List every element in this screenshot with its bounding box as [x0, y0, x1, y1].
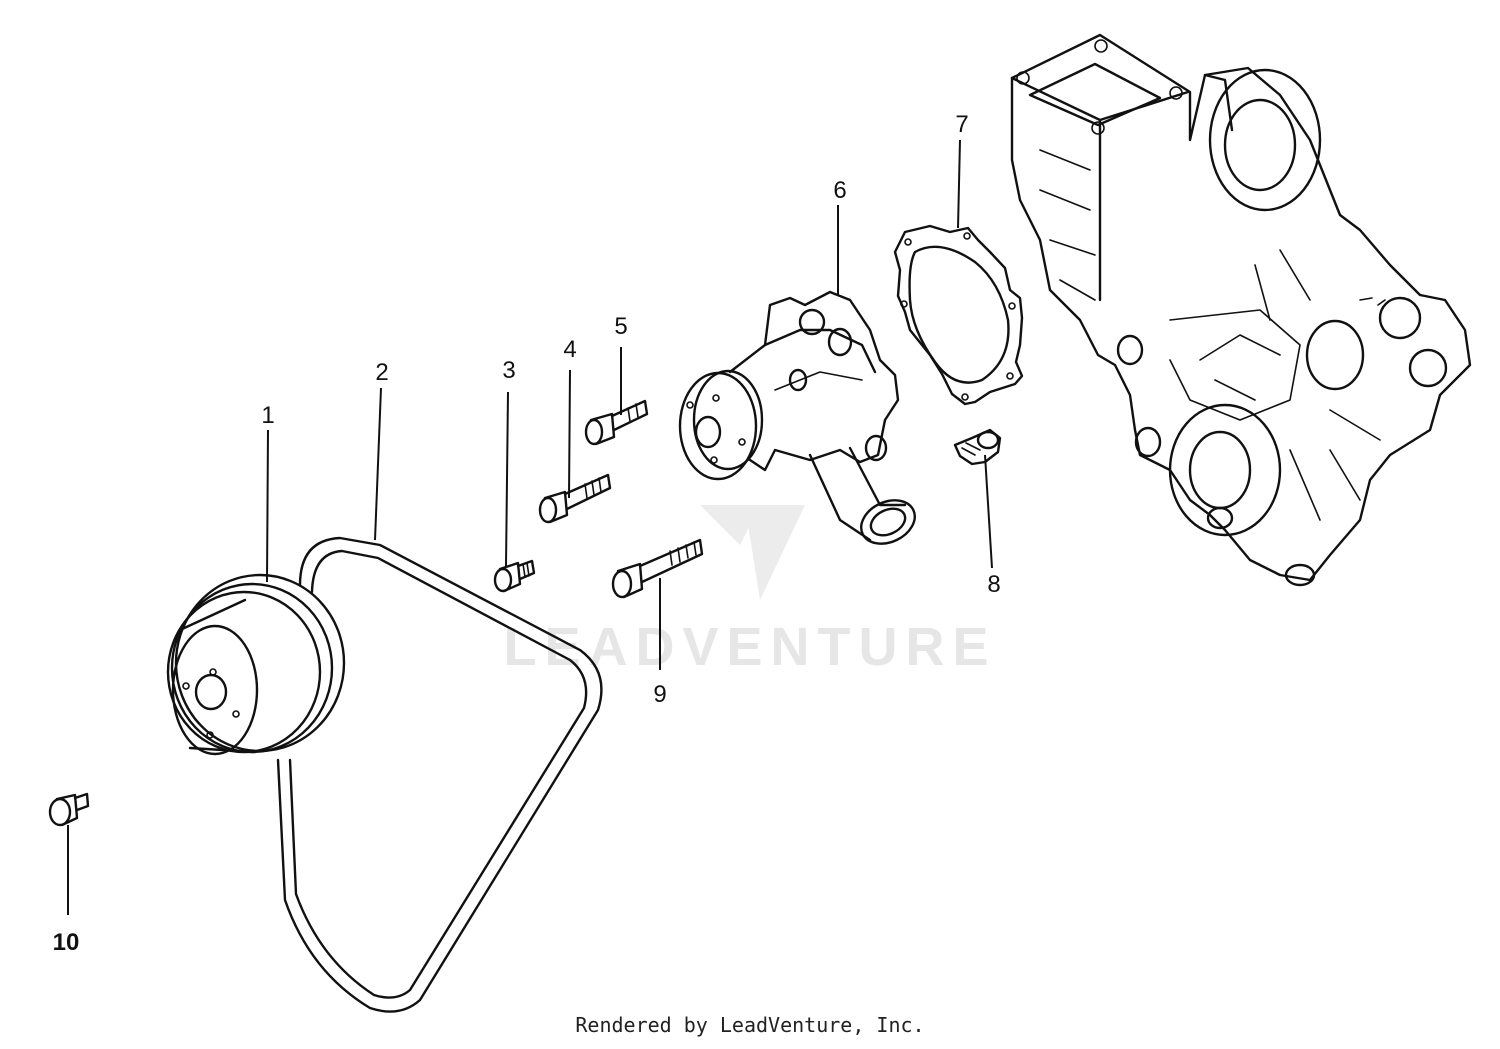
plug-part-10[interactable]: [48, 792, 90, 827]
watermark-text: LEADVENTURE: [503, 617, 996, 677]
bolt-part-4[interactable]: [538, 473, 612, 524]
switch-part-8[interactable]: [953, 428, 1002, 466]
leader-line-7: [957, 139, 961, 229]
leader-line-3: [505, 391, 509, 567]
gear-case-housing: [1010, 33, 1472, 587]
callout-1[interactable]: 1: [261, 402, 274, 429]
leader-line-1: [266, 429, 269, 583]
bolt-part-3[interactable]: [493, 559, 536, 593]
water-pump-part-6[interactable]: [678, 290, 922, 552]
callout-5[interactable]: 5: [614, 313, 627, 340]
leader-line-8: [984, 454, 993, 569]
gasket-part-7[interactable]: [893, 224, 1024, 406]
callout-6[interactable]: 6: [833, 177, 846, 204]
leader-line-4: [568, 369, 571, 499]
callout-9[interactable]: 9: [653, 681, 666, 708]
callout-labels: 1 2 3 4 5 6 7 8 9 10: [53, 111, 1001, 956]
leader-line-2: [374, 387, 382, 541]
callout-4[interactable]: 4: [563, 336, 576, 363]
watermark: LEADVENTURE: [503, 505, 996, 677]
pulley-part-1[interactable]: [166, 573, 346, 756]
callout-2[interactable]: 2: [375, 359, 388, 386]
callout-10[interactable]: 10: [53, 929, 80, 956]
callout-8[interactable]: 8: [987, 571, 1000, 598]
leader-lines: [67, 139, 993, 915]
bolt-part-5[interactable]: [584, 399, 649, 446]
belt-part-2[interactable]: [276, 536, 603, 1013]
callout-7[interactable]: 7: [955, 111, 968, 138]
footer-credit: Rendered by LeadVenture, Inc.: [575, 1013, 925, 1037]
bolt-part-9[interactable]: [611, 538, 704, 599]
callout-3[interactable]: 3: [502, 357, 515, 384]
watermark-logo-icon: [700, 505, 805, 600]
